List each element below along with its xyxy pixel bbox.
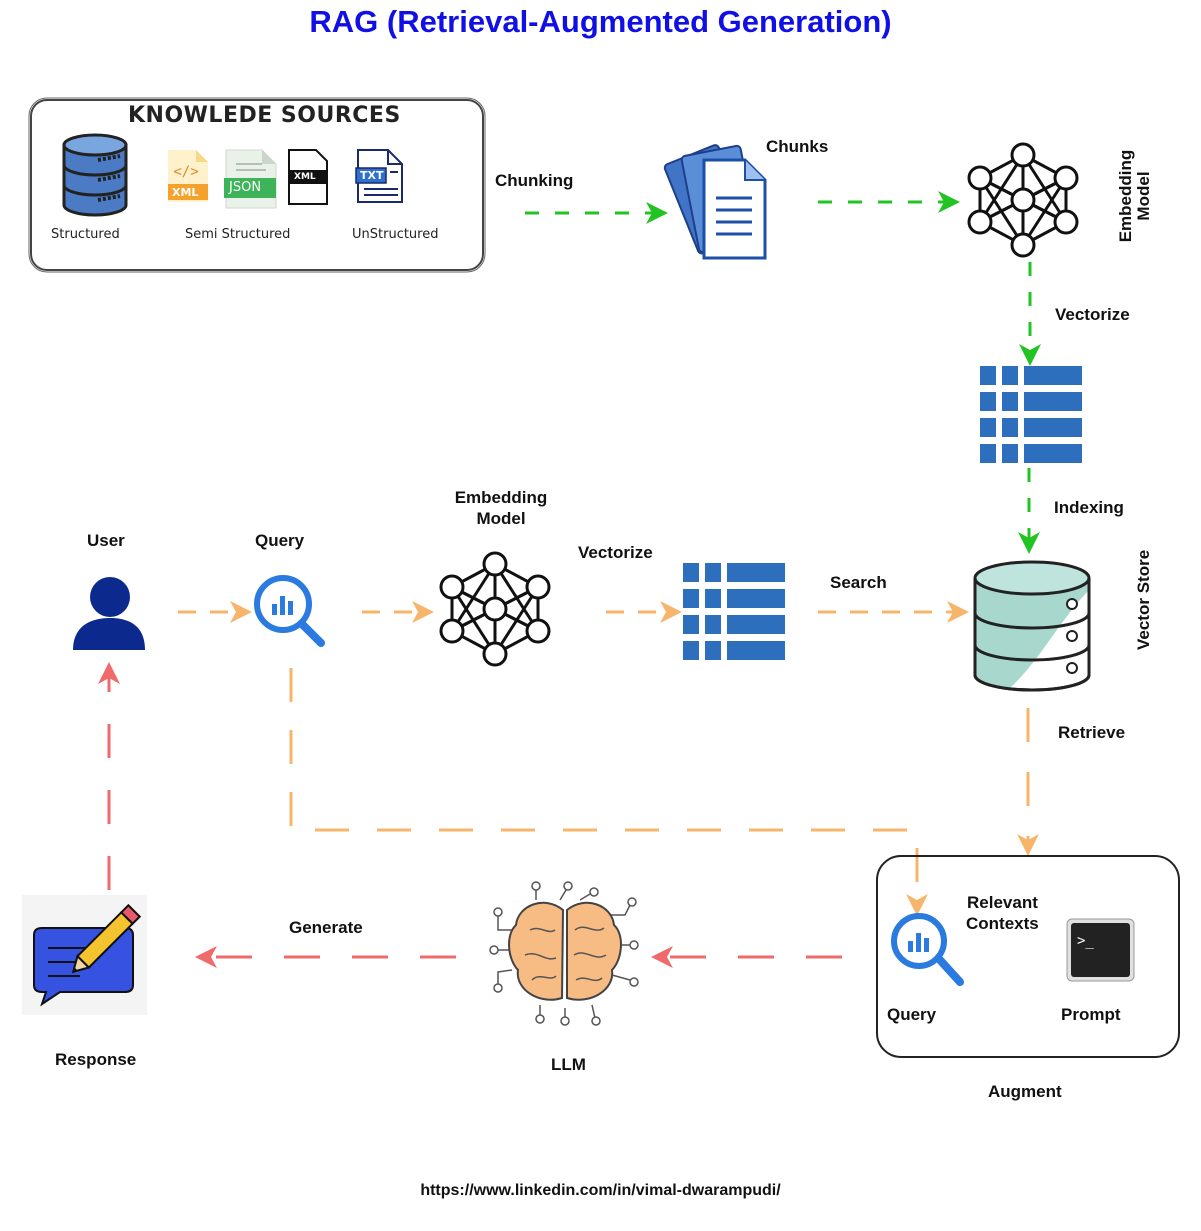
augment-query-label: Query [887, 1005, 937, 1024]
txt-badge: TXT [360, 169, 384, 182]
documents-icon [663, 144, 767, 260]
query-search-icon [254, 575, 325, 647]
database-icon [62, 133, 128, 217]
footer-link[interactable]: https://www.linkedin.com/in/vimal-dwaram… [420, 1182, 781, 1199]
neural-network-icon-middle [439, 551, 551, 667]
semi-structured-label: Semi Structured [185, 227, 291, 242]
brain-icon [489, 881, 639, 1026]
structured-label: Structured [51, 227, 120, 242]
vector-store-icon [973, 560, 1091, 692]
augment-box [876, 855, 1180, 1058]
embedding-model-label-line2: Model [476, 509, 526, 528]
retrieve-label: Retrieve [1058, 723, 1126, 742]
txt-file-icon [355, 149, 403, 203]
relevant-contexts-line2: Contexts [966, 914, 1039, 933]
diagram-title: RAG (Retrieval-Augmented Generation) [309, 4, 892, 39]
search-label: Search [830, 573, 887, 592]
xml-file-icon: </> [168, 150, 208, 202]
vectorize-mid-label: Vectorize [578, 543, 653, 562]
svg-text:</>: </> [173, 164, 198, 180]
augment-query-search-icon [891, 913, 964, 986]
chunks-label: Chunks [766, 137, 829, 156]
relevant-contexts-line1: Relevant [967, 893, 1038, 912]
svg-text:>_: >_ [1077, 933, 1094, 949]
vector-table-icon-middle [683, 563, 785, 660]
indexing-label: Indexing [1054, 498, 1124, 517]
xml-document-icon [288, 149, 328, 205]
embedding-model-label-line1: Embedding [454, 488, 548, 507]
terminal-icon: >_ [1066, 918, 1135, 982]
query-label: Query [255, 531, 305, 550]
vectorize-top-label: Vectorize [1055, 305, 1130, 324]
response-label: Response [55, 1050, 137, 1069]
augment-label: Augment [988, 1082, 1062, 1101]
knowledge-sources-title: KNOWLEDE SOURCES [128, 103, 401, 128]
json-file-icon [224, 149, 277, 209]
user-label: User [87, 531, 125, 550]
embedding-model-vertical-label: Embedding Model [1116, 149, 1153, 243]
generate-label: Generate [289, 918, 363, 937]
neural-network-icon [967, 142, 1079, 258]
llm-label: LLM [551, 1055, 586, 1074]
prompt-label: Prompt [1061, 1005, 1121, 1024]
xml-badge: XML [172, 186, 199, 199]
user-icon [73, 577, 145, 650]
chunking-label: Chunking [495, 171, 574, 190]
xml-doc-badge: XML [294, 172, 316, 182]
unstructured-label: UnStructured [352, 227, 439, 242]
vector-store-label: Vector Store [1134, 549, 1153, 650]
vector-table-icon [980, 366, 1082, 463]
json-badge: JSON [229, 180, 262, 195]
query-to-augment-arrow [289, 668, 928, 916]
response-chat-pencil-icon [22, 895, 147, 1015]
